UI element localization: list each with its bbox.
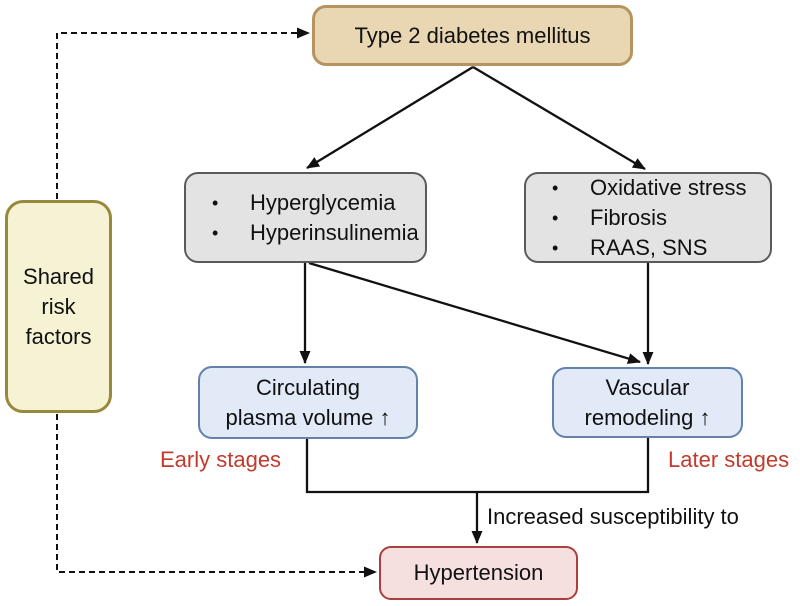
edge-t2dm-to-metabolic-arrow [306, 66, 474, 169]
stress-bullet-list: • Oxidative stress • Fibrosis • RAAS, SN… [526, 174, 770, 261]
annotation-early-stages: Early stages [160, 447, 282, 472]
node-metabolic-factors: • Hyperglycemia • Hyperinsulinemia [184, 172, 427, 263]
node-type2-diabetes-mellitus: Type 2 diabetes mellitus [312, 5, 633, 66]
bullet-icon: • [212, 222, 219, 243]
node-shared-risk-factors: Shared risk factors [5, 200, 112, 413]
bullet-icon: • [552, 177, 559, 198]
edge-metabolic-to-vascular-arrow [308, 261, 641, 364]
bullet-icon: • [212, 192, 219, 213]
node-circulating-plasma-volume-label: Circulating plasma volume ↑ [225, 374, 391, 430]
list-item-label: RAAS, SNS [590, 234, 708, 260]
metabolic-bullet-list: • Hyperglycemia • Hyperinsulinemia [186, 174, 425, 261]
list-item: • Oxidative stress [546, 173, 770, 203]
node-hypertension-label: Hypertension [413, 560, 544, 585]
node-vascular-remodeling-label: Vascular remodeling ↑ [584, 374, 711, 430]
node-stress-factors: • Oxidative stress • Fibrosis • RAAS, SN… [524, 172, 772, 263]
node-vascular-remodeling: Vascular remodeling ↑ [552, 367, 743, 438]
node-circulating-plasma-volume: Circulating plasma volume ↑ [198, 366, 418, 439]
list-item-label: Hyperglycemia [250, 189, 396, 215]
list-item-label: Hyperinsulinemia [250, 219, 419, 245]
list-item: • Hyperinsulinemia [206, 218, 425, 248]
edge-shared-to-hypertension-dashed-arrow [56, 414, 377, 578]
annotation-later-stages: Later stages [668, 447, 790, 472]
list-item: • Fibrosis [546, 203, 770, 233]
edge-blue-boxes-connector [305, 438, 650, 494]
bullet-icon: • [552, 237, 559, 258]
node-shared-risk-factors-label: Shared risk factors [23, 263, 94, 349]
list-item-label: Fibrosis [590, 204, 668, 230]
edge-t2dm-to-stress-arrow [472, 66, 646, 170]
annotation-increased-susceptibility: Increased susceptibility to [487, 504, 739, 529]
list-item: • Hyperglycemia [206, 188, 425, 218]
list-item-label: Oxidative stress [590, 174, 747, 200]
list-item: • RAAS, SNS [546, 233, 770, 263]
bullet-icon: • [552, 207, 559, 228]
node-type2-diabetes-mellitus-label: Type 2 diabetes mellitus [354, 22, 591, 48]
node-hypertension: Hypertension [379, 546, 578, 600]
edge-shared-to-t2dm-dashed-arrow [56, 27, 310, 199]
